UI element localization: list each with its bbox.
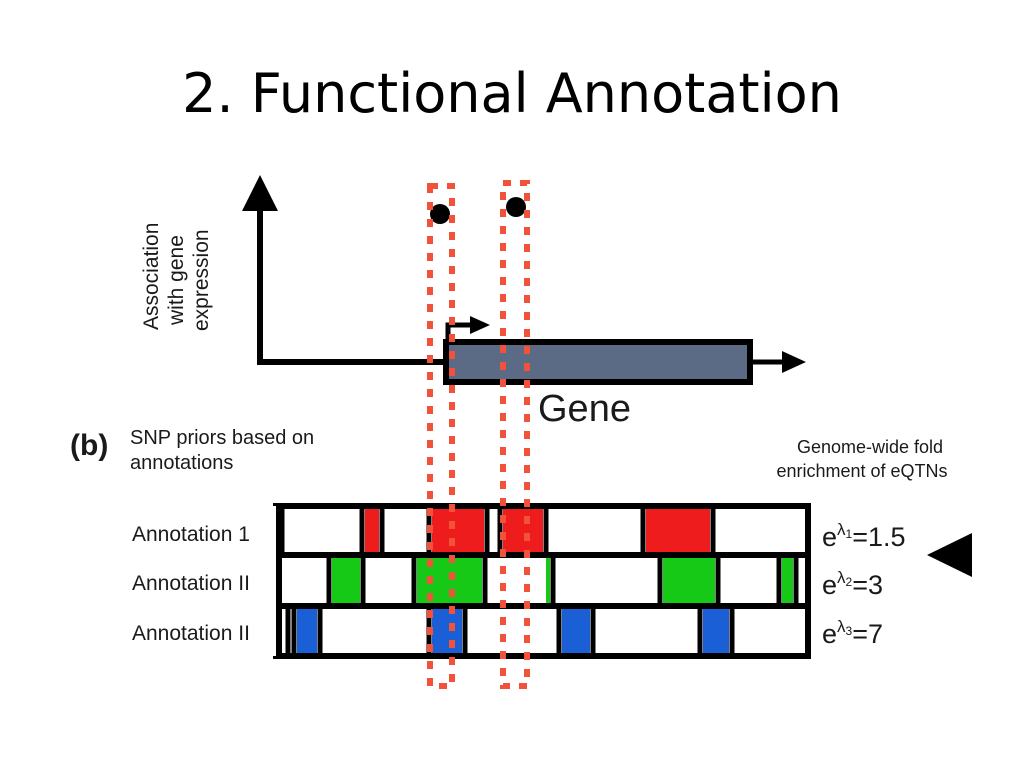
- frame-left-edge: [276, 506, 282, 656]
- track-2-segment: [332, 558, 360, 603]
- enrichment-1: eλ1=1.5: [822, 520, 906, 552]
- annotation-tracks: Annotation 1 Annotation II Annotation II: [120, 503, 811, 659]
- label-clip: [268, 506, 276, 656]
- snp-highlight-2: [500, 180, 530, 689]
- track-2-label: Annotation II: [132, 572, 250, 595]
- tss-arrow: [445, 322, 472, 342]
- track-1-segment: [503, 509, 543, 552]
- gene-label: Gene: [538, 388, 631, 430]
- y-axis-label-line-1: Association: [140, 223, 163, 330]
- enrichment-2-index: 2: [846, 575, 853, 589]
- snp-highlight-1: [427, 183, 455, 689]
- y-axis-label-line-2: with gene: [165, 235, 188, 326]
- track-1-label: Annotation 1: [132, 523, 250, 546]
- enrichment-values: eλ1=1.5 eλ2=3 eλ3=7: [822, 520, 906, 649]
- track-3-segment: [432, 609, 462, 653]
- track-2-segment: [546, 558, 550, 603]
- snp-point-1: [430, 204, 450, 224]
- enrichment-3-index: 3: [846, 624, 853, 638]
- track-1-segments: [279, 509, 716, 552]
- track-3-segment: [297, 609, 317, 653]
- enrichment-2-prefix: e: [822, 570, 837, 600]
- enrichment-header-line-2: enrichment of eQTNs: [776, 461, 947, 481]
- panel-b-header: (b) SNP priors based on annotations Geno…: [70, 427, 948, 481]
- tss-arrow-head: [470, 316, 490, 334]
- track-1-segment: [365, 509, 379, 552]
- enrichment-header-line-1: Genome-wide fold: [797, 437, 943, 457]
- enrichment-3-symbol: λ: [837, 617, 846, 636]
- track-3-segment: [703, 609, 729, 653]
- panel-b-title-line-1: SNP priors based on: [130, 427, 314, 449]
- enrichment-2-value: =3: [852, 570, 883, 600]
- panel-b-title-line-2: annotations: [130, 452, 233, 474]
- enrichment-1-symbol: λ: [837, 520, 846, 539]
- enrichment-3: eλ3=7: [822, 617, 883, 649]
- y-axis-label-line-3: expression: [190, 229, 213, 331]
- enrichment-1-prefix: e: [822, 522, 837, 552]
- gene-body: [443, 339, 753, 385]
- panel-letter-b: (b): [70, 429, 108, 462]
- track-3-segment: [562, 609, 590, 653]
- arrow-left-icon: [927, 533, 972, 577]
- track-3-label: Annotation II: [132, 622, 250, 645]
- track-2-segment: [663, 558, 715, 603]
- panel-a: Association with gene expression Gene: [140, 175, 806, 430]
- enrichment-3-value: =7: [852, 619, 883, 649]
- label-mask: [120, 506, 276, 656]
- track-2-segment: [782, 558, 793, 603]
- slide-title: 2. Functional Annotation: [182, 62, 842, 125]
- enrichment-1-index: 1: [846, 527, 853, 541]
- snp-point-2: [506, 197, 526, 217]
- gene-end-arrow-head: [782, 351, 806, 373]
- enrichment-2: eλ2=3: [822, 568, 883, 600]
- enrichment-2-symbol: λ: [837, 568, 846, 587]
- track-3-segments: [285, 609, 735, 653]
- snp-highlight-columns: [427, 180, 530, 689]
- enrichment-3-prefix: e: [822, 619, 837, 649]
- track-1-segment: [432, 509, 484, 552]
- enrichment-1-value: =1.5: [852, 522, 905, 552]
- track-1-segment: [646, 509, 710, 552]
